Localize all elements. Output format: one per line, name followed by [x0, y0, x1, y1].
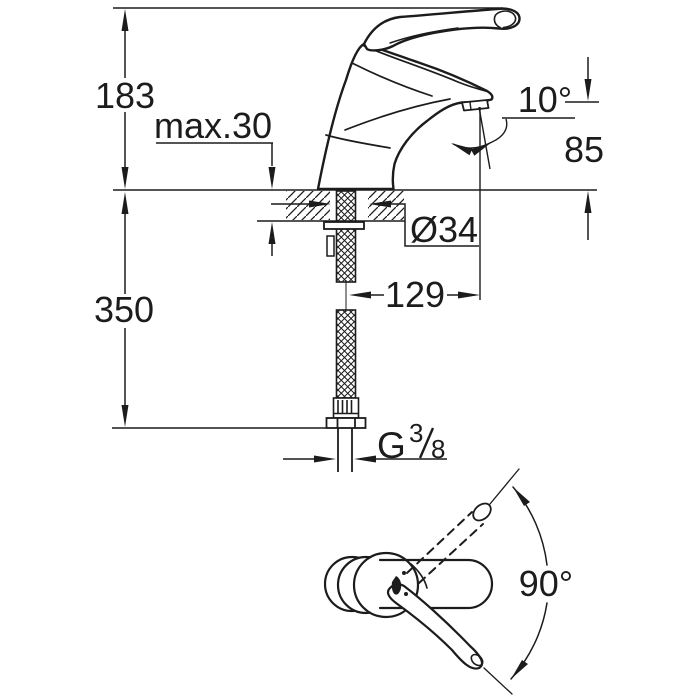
mounting-washer	[323, 221, 365, 230]
arc-arrowhead-left	[451, 143, 473, 156]
swivel-arc-lower	[510, 602, 548, 680]
arrowhead-right	[458, 291, 480, 299]
threaded-shank	[335, 190, 357, 283]
top-view: 90°	[323, 468, 573, 695]
label-350: 350	[94, 289, 154, 330]
shank-and-hose	[323, 190, 367, 472]
lever-edge-highlight	[389, 27, 459, 44]
lever-position-up-dashed	[406, 502, 492, 589]
arrowhead-left	[354, 455, 376, 463]
dim-350: 350	[94, 192, 326, 429]
arrowhead-up	[121, 192, 129, 214]
arrowhead-left	[349, 291, 371, 299]
g38-connection-pipe	[337, 428, 353, 472]
arrowhead-up	[584, 191, 592, 213]
pivot-dot-lower	[404, 592, 408, 596]
axis-extension-down	[483, 667, 513, 695]
label-g: G	[377, 425, 406, 466]
dim-10deg: 10°	[451, 79, 575, 300]
fraction-slash	[418, 427, 435, 459]
axis-extension-up	[489, 468, 520, 505]
arrowhead-down	[268, 167, 276, 189]
cap-seam-line	[363, 45, 487, 92]
label-d34: Ø34	[410, 209, 478, 250]
mounting-clamp-tab	[326, 235, 335, 257]
spout-top-outline	[378, 558, 494, 610]
pivot-mark	[391, 576, 402, 595]
arrowhead-down	[121, 167, 129, 189]
spout-underside-curve	[344, 98, 451, 131]
leader-line	[491, 118, 508, 143]
label-g-denominator: 8	[431, 434, 445, 464]
faucet-body	[316, 42, 494, 191]
lever-outline	[362, 7, 521, 52]
arc-arrowhead-bottom	[511, 660, 528, 679]
label-85: 85	[564, 129, 604, 170]
body-shoulder-line	[351, 62, 433, 97]
dim-g38: G 3 8	[283, 418, 447, 466]
arrowhead-left	[369, 200, 391, 208]
dim-90deg: 90°	[483, 468, 573, 695]
lever-curl-inner-line	[493, 10, 517, 29]
body-outline	[316, 42, 494, 191]
lever-neck-curve	[410, 563, 428, 589]
label-183: 183	[95, 75, 155, 116]
label-129: 129	[385, 274, 445, 315]
base-joint-line	[325, 134, 391, 149]
arc-arrowhead-right	[470, 142, 492, 156]
arrowhead-right	[309, 200, 331, 208]
arrowhead-up	[268, 222, 276, 244]
spout-aerator	[461, 99, 490, 112]
arrowhead-right	[314, 455, 336, 463]
lever-position-down	[386, 583, 484, 670]
deck-hatch-left	[286, 191, 330, 220]
hose-nut	[325, 417, 367, 429]
dim-34: Ø34	[271, 200, 479, 250]
arrowhead-down	[584, 79, 592, 101]
swivel-arc-upper	[512, 486, 548, 566]
arrowhead-down	[121, 405, 129, 427]
leader-step	[391, 203, 479, 247]
label-10deg: 10°	[518, 79, 572, 120]
label-max30: max.30	[154, 105, 272, 146]
lever-up-knob	[472, 502, 492, 522]
arc-arrowhead-top	[513, 487, 530, 506]
lever-down-knob	[470, 653, 484, 667]
dim-85: 85	[564, 57, 604, 240]
side-view: 183 max.30 10° 85	[94, 7, 604, 472]
dim-183: 183	[95, 9, 155, 189]
hose-crimp-sleeve	[332, 397, 360, 419]
flex-hose-braid	[335, 309, 357, 399]
arrowhead-up	[121, 9, 129, 31]
dim-max30: max.30	[154, 105, 276, 256]
spray-direction-line	[478, 106, 491, 170]
pivot-dot-upper	[402, 571, 406, 575]
label-g-numerator: 3	[409, 418, 423, 448]
label-90deg: 90°	[519, 563, 573, 604]
faucet-lever	[362, 7, 521, 52]
dim-129: 129	[349, 274, 480, 315]
